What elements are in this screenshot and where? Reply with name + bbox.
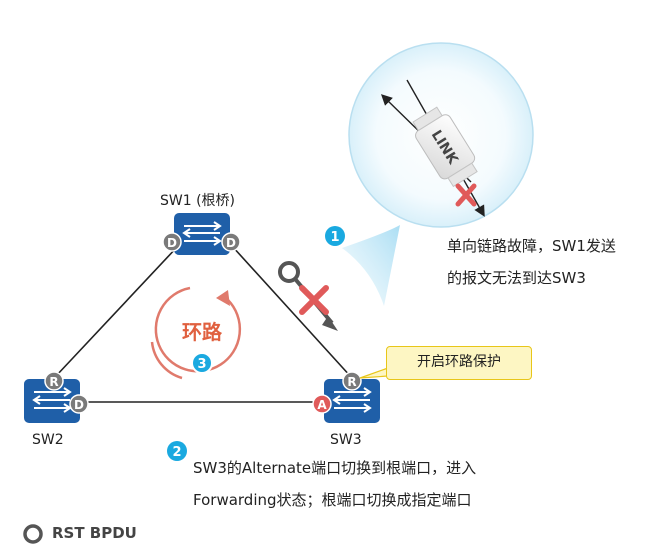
bpdu-lost-indicator: [278, 261, 338, 331]
legend-bpdu-icon: [23, 524, 43, 544]
sw3-port-left: A: [317, 398, 327, 412]
sw1-port-left: D: [167, 236, 177, 250]
step-1-line-2: 的报文无法到达SW3: [447, 269, 586, 287]
link-sw1-sw3: [231, 245, 353, 379]
switch-sw2: R D: [24, 371, 89, 423]
switch-sw1: D D: [162, 213, 241, 255]
sw1-port-right: D: [226, 236, 236, 250]
link-sw1-sw2: [55, 245, 179, 377]
step-1-badge: [325, 226, 345, 246]
legend-label: RST BPDU: [52, 524, 137, 542]
callout-pointer: [359, 367, 389, 379]
step-2-line-2: Forwarding状态；根端口切换成指定端口: [193, 491, 472, 509]
bpdu-icon: [278, 261, 300, 283]
step-2-text: SW3的Alternate端口切换到根端口，进入 Forwarding状态；根端…: [193, 456, 476, 512]
switch-sw3: R A: [312, 371, 380, 423]
sw2-port-top: R: [49, 375, 58, 389]
sw1-label: SW1 (根桥): [160, 193, 236, 209]
step-1-number: 1: [330, 230, 339, 245]
step-2-badge: [167, 441, 187, 461]
step-2-line-1: SW3的Alternate端口切换到根端口，进入: [193, 459, 477, 477]
step-2-number: 2: [172, 445, 181, 460]
fault-x-icon: [299, 285, 329, 315]
sw3-label: SW3: [330, 432, 362, 448]
step-1-text: 单向链路故障，SW1发送 的报文无法到达SW3: [447, 234, 616, 290]
loop-label: 环路: [182, 320, 223, 344]
loop-indicator: 环路 3: [150, 286, 242, 380]
sw2-label: SW2: [32, 432, 64, 448]
loop-protection-callout: 开启环路保护: [386, 346, 532, 380]
zoom-bubble: LINK: [348, 42, 534, 228]
sw2-port-right: D: [74, 398, 84, 412]
sw3-port-top: R: [347, 375, 356, 389]
step-1-line-1: 单向链路故障，SW1发送: [447, 237, 616, 255]
zoom-beam: [342, 225, 400, 306]
zoom-fault-x-icon: [455, 183, 477, 207]
step-3-number: 3: [197, 357, 206, 372]
